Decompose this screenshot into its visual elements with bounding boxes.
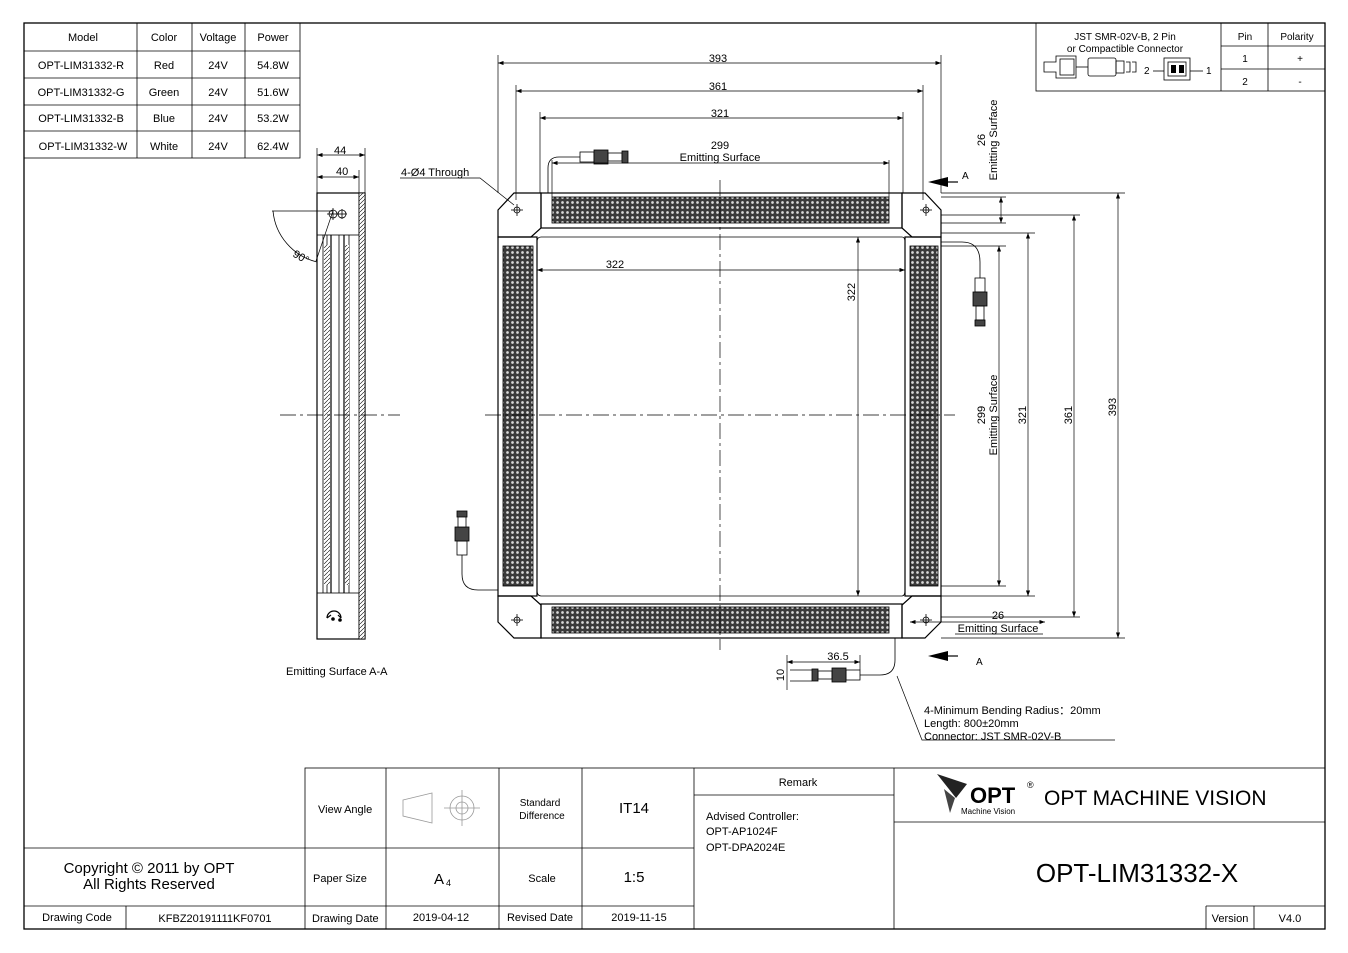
emitting-surface-right-label: Emitting Surface [988,375,1000,456]
logo-text: OPT [970,783,1016,808]
model-header: Model [68,32,98,44]
dim-393-top: 393 [709,53,727,65]
section-mark-bottom: A [976,657,983,668]
dim-299-vertical: 299 [976,406,988,424]
dim-36-5: 36.5 [827,651,848,663]
table-cell: OPT-LIM31332-W [39,141,128,153]
cable-note-connector: Connector: JST SMR-02V-B [924,731,1061,743]
table-cell: 53.2W [257,113,289,125]
scale-value: 1:5 [624,869,645,886]
connector-table: JST SMR-02V-B, 2 Pin or Compactible Conn… [1035,22,1326,92]
projection-symbol [402,790,480,826]
remark-label: Remark [779,777,818,789]
emitting-surface-bottom-label: Emitting Surface [958,623,1039,635]
company-name: OPT MACHINE VISION [1044,787,1266,810]
logo-mark-lower [944,789,955,813]
drawing-date-label: Drawing Date [312,913,379,925]
dim-322-vertical: 322 [846,283,858,301]
dim-321-vertical: 321 [1017,406,1029,424]
difference-label: Difference [519,811,565,822]
connector-illustration [1043,55,1203,81]
pin-1-label: 1 [1206,66,1212,77]
version-value: V4.0 [1279,913,1302,925]
paper-size-subscript: 4 [446,878,451,888]
table-cell: 24V [208,87,228,99]
table-cell: 54.8W [257,60,289,72]
dim-26-bottom: 26 [992,610,1004,622]
part-number: OPT-LIM31332-X [1036,858,1238,888]
table-cell: 24V [208,60,228,72]
pin-2-label: 2 [1144,66,1150,77]
table-cell: - [1298,77,1301,88]
cable-note-length: Length: 800±20mm [924,718,1019,730]
dim-26-top: 26 [976,134,988,146]
logo-registered: ® [1027,780,1034,790]
dim-40: 40 [336,166,348,178]
table-cell: + [1297,54,1303,65]
table-cell: OPT-LIM31332-B [38,113,124,125]
table-cell: OPT-LIM31332-R [38,60,124,72]
copyright-line-1: Copyright © 2011 by OPT [64,860,235,877]
table-cell: 51.6W [257,87,289,99]
dim-361-top: 361 [709,81,727,93]
front-view [400,55,1125,741]
table-cell: 24V [208,141,228,153]
power-header: Power [257,32,289,44]
remark-controller-1: OPT-AP1024F [706,826,778,838]
voltage-header: Voltage [200,32,237,44]
table-cell: White [150,141,178,153]
section-mark-top: A [962,171,969,182]
table-cell: 62.4W [257,141,289,153]
title-block [24,767,1326,930]
version-label: Version [1212,913,1249,925]
polarity-header: Polarity [1280,32,1313,43]
dim-10: 10 [775,669,787,681]
cable-note-bending: 4-Minimum Bending Radius：20mm [924,705,1101,717]
paper-size-label: Paper Size [313,873,367,885]
drawing-code-value: KFBZ20191111KF0701 [158,913,271,925]
model-table: Model Color Voltage Power OPT-LIM31332-R… [23,22,301,159]
logo-mark [937,774,967,798]
pin-header: Pin [1238,32,1252,43]
standard-value: IT14 [619,800,649,817]
logo-subtitle: Machine Vision [961,807,1015,816]
table-cell: OPT-LIM31332-G [38,87,125,99]
connector-subtitle: or Compactible Connector [1067,44,1184,55]
dim-322-horizontal: 322 [606,259,624,271]
dim-44: 44 [334,145,346,157]
angle-90: 90° [291,248,311,267]
paper-size-value: A [434,871,444,888]
standard-label: Standard [520,798,561,809]
table-cell: Red [154,60,174,72]
scale-label: Scale [528,873,556,885]
dim-393-vertical: 393 [1107,398,1119,416]
emitting-surface-topright-label: Emitting Surface [988,100,1000,181]
dim-361-vertical: 361 [1063,406,1075,424]
remark-controller-2: OPT-DPA2024E [706,842,785,854]
table-cell: 1 [1242,54,1248,65]
color-header: Color [151,32,178,44]
emitting-surface-top-label: Emitting Surface [680,152,761,164]
dim-299-top: 299 [711,140,729,152]
table-cell: 2 [1242,77,1248,88]
holes-note: 4-Ø4 Through [401,167,469,179]
dim-321-top: 321 [711,108,729,120]
view-angle-label: View Angle [318,804,372,816]
drawing-date-value: 2019-04-12 [413,912,469,924]
table-cell: 24V [208,113,228,125]
table-cell: Blue [153,113,175,125]
copyright-line-2: All Rights Reserved [83,876,215,893]
connector-title: JST SMR-02V-B, 2 Pin [1074,32,1176,43]
revised-date-label: Revised Date [507,912,573,924]
remark-controller-label: Advised Controller: [706,811,799,823]
revised-date-value: 2019-11-15 [611,912,666,924]
table-cell: Green [149,87,180,99]
side-view [272,148,400,640]
side-view-caption: Emitting Surface A-A [286,666,388,678]
drawing-code-label: Drawing Code [42,912,112,924]
